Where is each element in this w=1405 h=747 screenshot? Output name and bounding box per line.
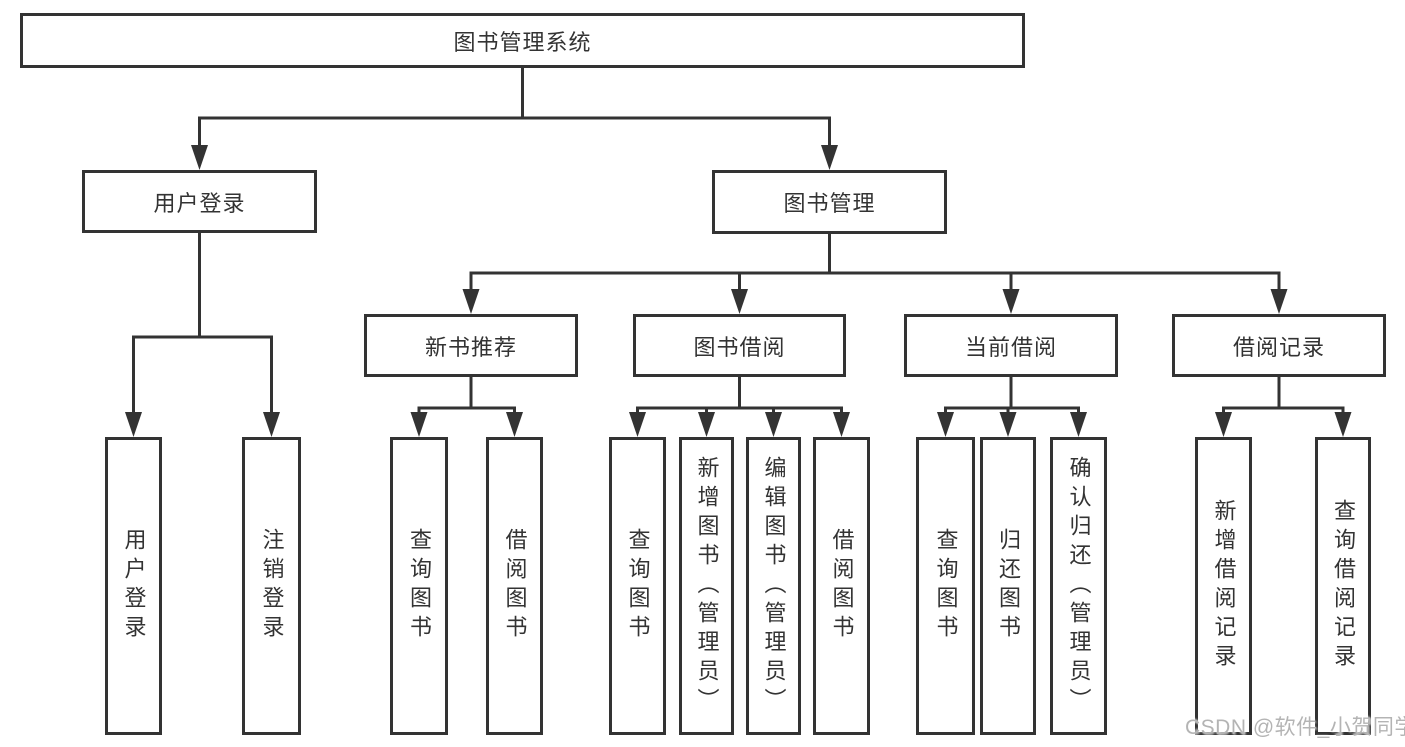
node-label-book-borrow: 图书借阅 [693, 334, 786, 360]
arrowhead-icon [125, 412, 142, 437]
arrowhead-icon [698, 412, 715, 437]
node-leaf-nbr-query: 查询图书 [390, 437, 448, 735]
arrowhead-icon [410, 412, 428, 437]
arrowhead-icon [937, 412, 954, 437]
arrowhead-icon [833, 412, 850, 437]
arrowhead-icon [191, 145, 208, 170]
node-label-leaf-bb-query: 查询图书 [625, 528, 651, 644]
node-label-leaf-cb-query: 查询图书 [933, 528, 959, 644]
node-new-book-rec: 新书推荐 [364, 314, 578, 377]
node-leaf-cb-query: 查询图书 [916, 437, 975, 735]
node-leaf-br-query: 查询借阅记录 [1315, 437, 1371, 735]
node-leaf-bb-add: 新增图书（管理员） [679, 437, 734, 735]
arrowhead-icon [1070, 412, 1087, 437]
node-label-user-login: 用户登录 [153, 190, 246, 216]
node-leaf-br-add: 新增借阅记录 [1195, 437, 1252, 735]
arrowhead-icon [506, 412, 523, 437]
node-leaf-cb-confirm: 确认归还（管理员） [1050, 437, 1107, 735]
node-label-borrow-records: 借阅记录 [1232, 334, 1325, 360]
node-label-leaf-user-login: 用户登录 [121, 528, 147, 644]
node-label-book-mgmt: 图书管理 [783, 191, 876, 216]
arrowhead-icon [1334, 412, 1352, 437]
node-label-current-borrow: 当前借阅 [964, 334, 1057, 360]
node-label-leaf-cb-return: 归还图书 [996, 528, 1021, 644]
node-label-leaf-logout: 注销登录 [259, 528, 285, 644]
node-user-login: 用户登录 [82, 170, 317, 233]
node-label-leaf-bb-borrow: 借阅图书 [829, 528, 855, 644]
watermark: CSDN @软件_小贺同学 [1185, 716, 1405, 739]
arrowhead-icon [1002, 289, 1020, 314]
node-leaf-cb-return: 归还图书 [980, 437, 1036, 735]
node-book-mgmt: 图书管理 [712, 170, 947, 234]
node-label-new-book-rec: 新书推荐 [424, 334, 517, 360]
node-leaf-user-login: 用户登录 [105, 437, 162, 735]
node-label-leaf-bb-add: 新增图书（管理员） [694, 455, 720, 717]
node-leaf-bb-edit: 编辑图书（管理员） [746, 437, 801, 735]
arrowhead-icon [821, 145, 838, 170]
node-book-borrow: 图书借阅 [633, 314, 846, 377]
node-label-leaf-nbr-borrow: 借阅图书 [502, 528, 528, 644]
node-label-leaf-bb-edit: 编辑图书（管理员） [761, 455, 787, 717]
arrowhead-icon [263, 412, 280, 437]
node-label-leaf-br-query: 查询借阅记录 [1331, 499, 1356, 673]
node-leaf-bb-borrow: 借阅图书 [813, 437, 870, 735]
arrowhead-icon [1215, 412, 1232, 437]
arrowhead-icon [999, 412, 1017, 437]
node-label-root: 图书管理系统 [453, 29, 592, 55]
node-leaf-logout: 注销登录 [242, 437, 301, 735]
node-label-leaf-br-add: 新增借阅记录 [1211, 499, 1237, 673]
node-root: 图书管理系统 [20, 13, 1025, 68]
node-current-borrow: 当前借阅 [904, 314, 1118, 377]
node-label-leaf-cb-confirm: 确认归还（管理员） [1066, 455, 1092, 717]
arrowhead-icon [462, 289, 480, 314]
arrowhead-icon [629, 412, 646, 437]
arrowhead-icon [731, 289, 748, 314]
node-leaf-nbr-borrow: 借阅图书 [486, 437, 543, 735]
node-leaf-bb-query: 查询图书 [609, 437, 666, 735]
arrowhead-icon [1270, 289, 1288, 314]
arrowhead-icon [765, 412, 782, 437]
node-borrow-records: 借阅记录 [1172, 314, 1386, 377]
node-label-leaf-nbr-query: 查询图书 [407, 528, 432, 644]
